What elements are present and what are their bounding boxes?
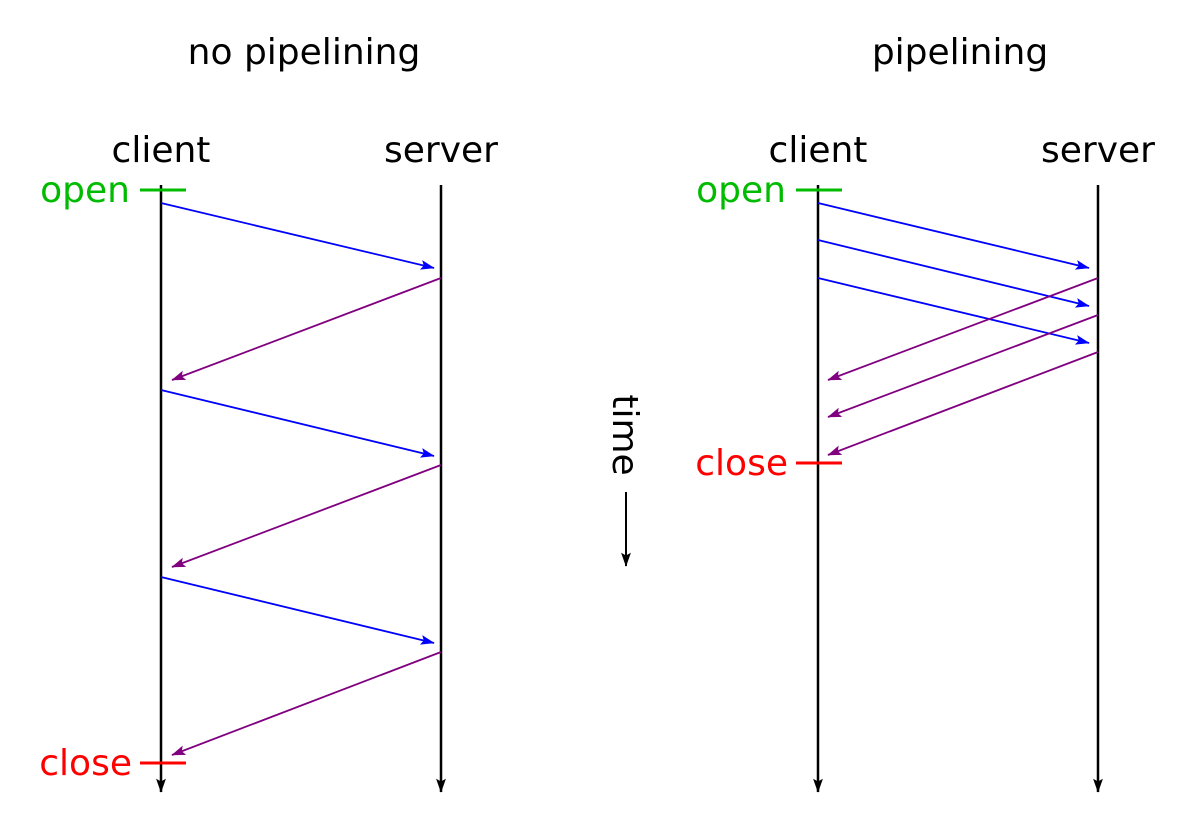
request-arrow <box>160 389 435 458</box>
close-label: close <box>39 743 132 784</box>
request-arrow <box>160 202 435 270</box>
request-arrow <box>160 576 435 645</box>
client-label: client <box>769 130 868 171</box>
panel-title: pipelining <box>872 32 1048 73</box>
panel-pipelining: pipelining client server open close <box>695 32 1155 793</box>
open-label: open <box>40 170 130 211</box>
request-arrow <box>817 202 1090 270</box>
open-label: open <box>696 170 786 211</box>
response-arrow <box>171 651 442 756</box>
response-arrow <box>827 314 1099 418</box>
time-axis: time <box>604 394 645 567</box>
response-arrow <box>827 277 1099 381</box>
server-label: server <box>1041 130 1155 171</box>
response-arrow <box>827 351 1099 456</box>
client-label: client <box>112 130 211 171</box>
close-label: close <box>695 443 788 484</box>
time-label: time <box>604 394 645 475</box>
server-label: server <box>384 130 498 171</box>
request-arrow <box>817 239 1090 308</box>
request-arrow <box>817 277 1090 345</box>
panel-title: no pipelining <box>188 32 421 73</box>
panel-no-pipelining: no pipelining client server open close <box>39 32 498 793</box>
response-arrow <box>171 277 442 381</box>
response-arrow <box>171 464 442 568</box>
